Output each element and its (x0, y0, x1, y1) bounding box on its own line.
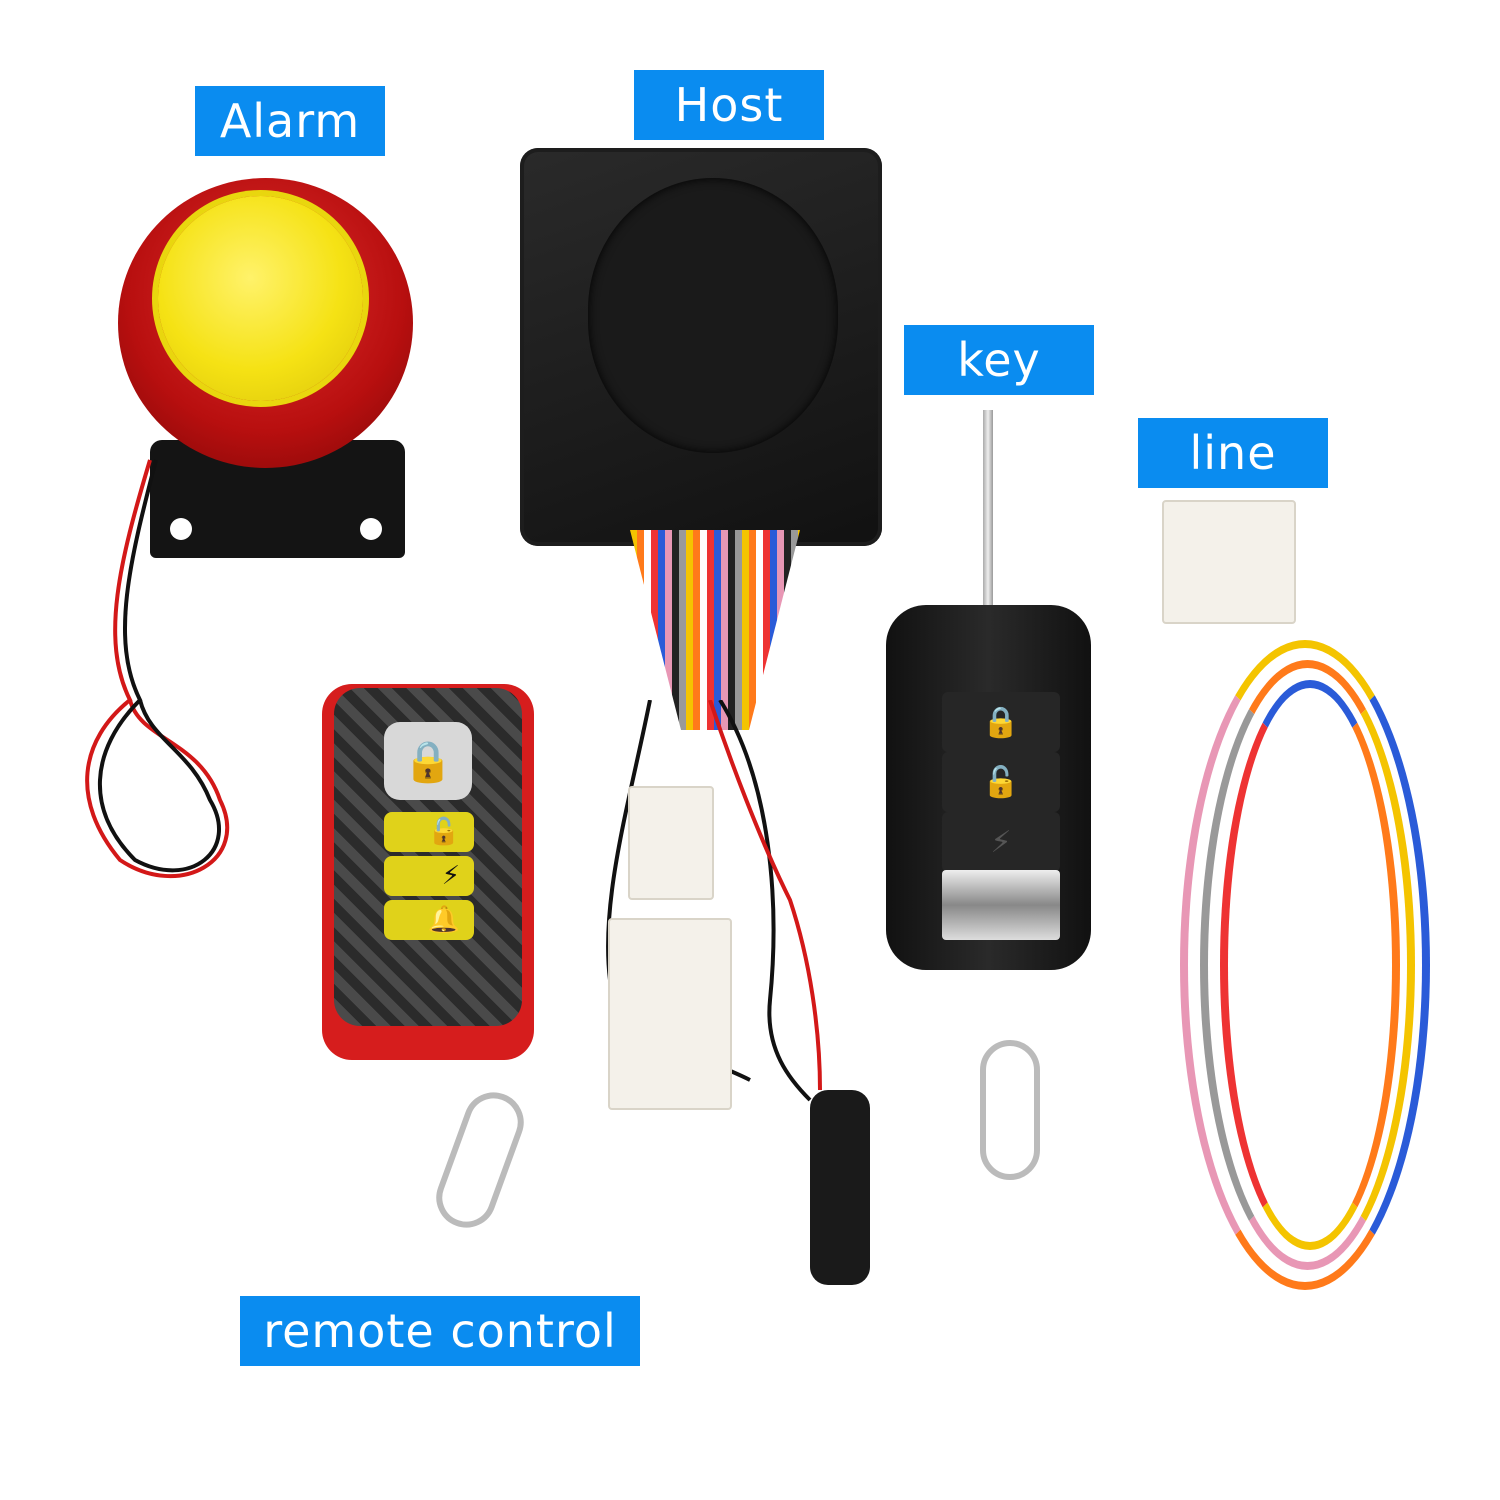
remote-bell-button: 🔔 (384, 900, 474, 940)
host-label: Host (634, 70, 824, 140)
battery-snap-connector (810, 1090, 870, 1285)
wire-loop (1200, 660, 1415, 1270)
unlock-icon: 🔓 (982, 764, 1020, 800)
wire-loop (1220, 680, 1400, 1250)
remote-lock-button: 🔒 (384, 722, 472, 800)
small-connector (628, 786, 714, 900)
siren-yellow-cap (158, 196, 363, 401)
key-blade (983, 410, 993, 620)
key-lock-button: 🔒 (942, 692, 1060, 752)
line-label: line (1138, 418, 1328, 488)
lightning-icon: ⚡ (990, 824, 1012, 860)
lightning-icon: ⚡ (441, 861, 460, 891)
lock-icon: 🔒 (403, 738, 453, 785)
line-connector (1162, 500, 1296, 624)
mount-hole (360, 518, 382, 540)
wire-loop (1180, 640, 1430, 1290)
keychain-clip (980, 1040, 1040, 1180)
key-label: key (904, 325, 1094, 395)
bell-icon: 🔔 (427, 905, 460, 935)
large-connector (608, 918, 732, 1110)
unlock-icon: 🔓 (427, 817, 460, 847)
keychain-clip (427, 1083, 533, 1237)
lock-icon: 🔒 (982, 704, 1020, 740)
remote-unlock-button: 🔓 (384, 812, 474, 852)
key-lightning-button: ⚡ (942, 812, 1060, 872)
host-textured-pad (588, 178, 838, 453)
mount-hole (170, 518, 192, 540)
key-unlock-button: 🔓 (942, 752, 1060, 812)
siren-wire-loop (85, 459, 229, 879)
remote-control-label: remote control (240, 1296, 640, 1366)
alarm-label: Alarm (195, 86, 385, 156)
key-chrome-trim (942, 870, 1060, 940)
remote-lightning-button: ⚡ (384, 856, 474, 896)
